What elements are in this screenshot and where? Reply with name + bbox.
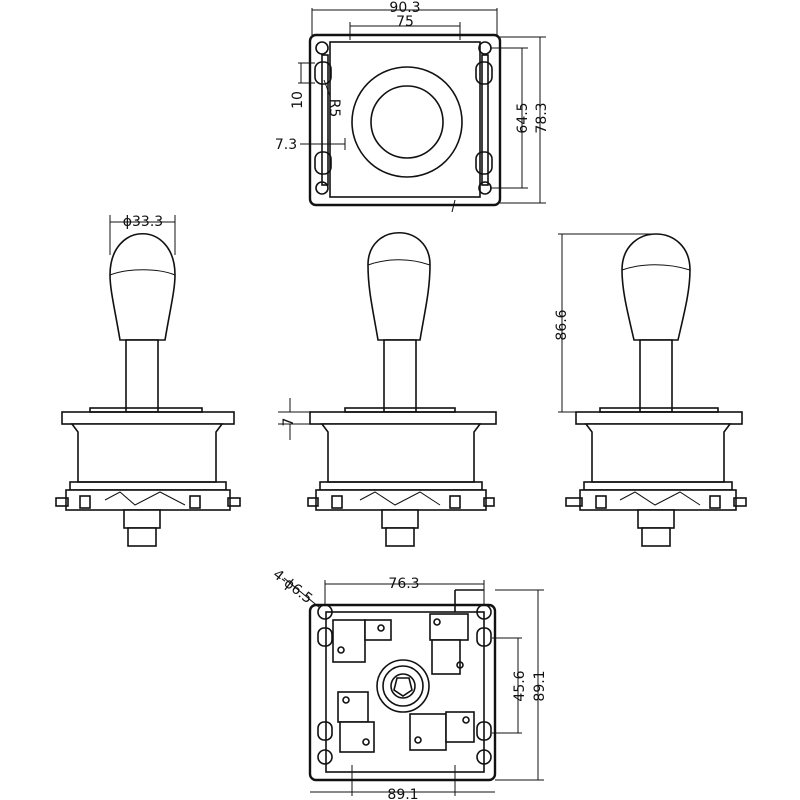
mount-slot bbox=[314, 61, 332, 85]
ball-top-inner bbox=[370, 85, 444, 159]
side-view-left: ϕ33.3 bbox=[55, 214, 241, 547]
mount-hole bbox=[476, 749, 492, 765]
dim-top-height-outer: 78.3 bbox=[534, 102, 550, 133]
side-view-right: 86.6 bbox=[554, 233, 747, 547]
dim-ball-diameter: ϕ33.3 bbox=[123, 214, 163, 230]
shaft bbox=[125, 339, 159, 413]
ball-handle bbox=[367, 232, 431, 341]
side-view-middle: 7 bbox=[278, 232, 497, 547]
microswitch bbox=[332, 619, 392, 663]
shaft bbox=[383, 339, 417, 413]
dim-corner-radius: R5 bbox=[326, 99, 342, 118]
ball-top-outer bbox=[351, 66, 463, 178]
top-plate-outline bbox=[308, 33, 502, 207]
top-inner-frame bbox=[329, 41, 481, 198]
dim-slot-offset: 7.3 bbox=[275, 137, 297, 153]
dim-plate-thickness: 7 bbox=[281, 418, 297, 427]
dim-bottom-hole-spacing-x: 76.3 bbox=[388, 576, 419, 592]
shaft bbox=[639, 339, 673, 413]
bottom-plate-outline bbox=[308, 603, 497, 782]
center-actuator-outer bbox=[376, 659, 430, 713]
dim-bottom-holes: 4-ϕ6.5 bbox=[270, 567, 316, 608]
base-shaft bbox=[123, 509, 161, 529]
housing bbox=[70, 423, 224, 483]
microswitch bbox=[337, 691, 375, 753]
housing bbox=[320, 423, 482, 483]
microswitch bbox=[429, 613, 469, 675]
mount-hole bbox=[317, 749, 333, 765]
bottom-view: 76.3 4-ϕ6.5 45.6 89.1 89.1 bbox=[270, 567, 548, 800]
dim-bottom-width: 89.1 bbox=[387, 787, 418, 800]
dim-slot-length: 10 bbox=[290, 91, 306, 109]
center-actuator-inner bbox=[390, 673, 416, 699]
dim-bottom-height: 89.1 bbox=[532, 670, 548, 701]
ball-handle bbox=[109, 232, 176, 341]
base-shaft bbox=[381, 509, 419, 529]
dim-top-hole-spacing: 64.5 bbox=[515, 102, 531, 133]
switch-row bbox=[579, 489, 737, 511]
mount-slot bbox=[475, 151, 493, 175]
mounting-plate bbox=[575, 411, 743, 425]
dim-top-width-inner: 75 bbox=[396, 14, 414, 30]
bottom-inner-frame bbox=[325, 611, 485, 773]
mount-hole bbox=[315, 181, 329, 195]
dim-total-height: 86.6 bbox=[554, 309, 570, 340]
top-view: 90.3 75 10 R5 7.3 64.5 78.3 bbox=[275, 0, 550, 213]
mounting-plate bbox=[61, 411, 235, 425]
dim-top-width-outer: 90.3 bbox=[389, 0, 420, 16]
mount-slot bbox=[475, 61, 493, 85]
mount-slot bbox=[314, 151, 332, 175]
mounting-plate bbox=[309, 411, 497, 425]
dim-bottom-hole-spacing-y: 45.6 bbox=[512, 670, 528, 701]
ball-handle bbox=[621, 233, 691, 341]
housing bbox=[584, 423, 732, 483]
microswitch bbox=[409, 711, 475, 751]
base-shaft bbox=[637, 509, 675, 529]
mount-hole bbox=[315, 41, 329, 55]
